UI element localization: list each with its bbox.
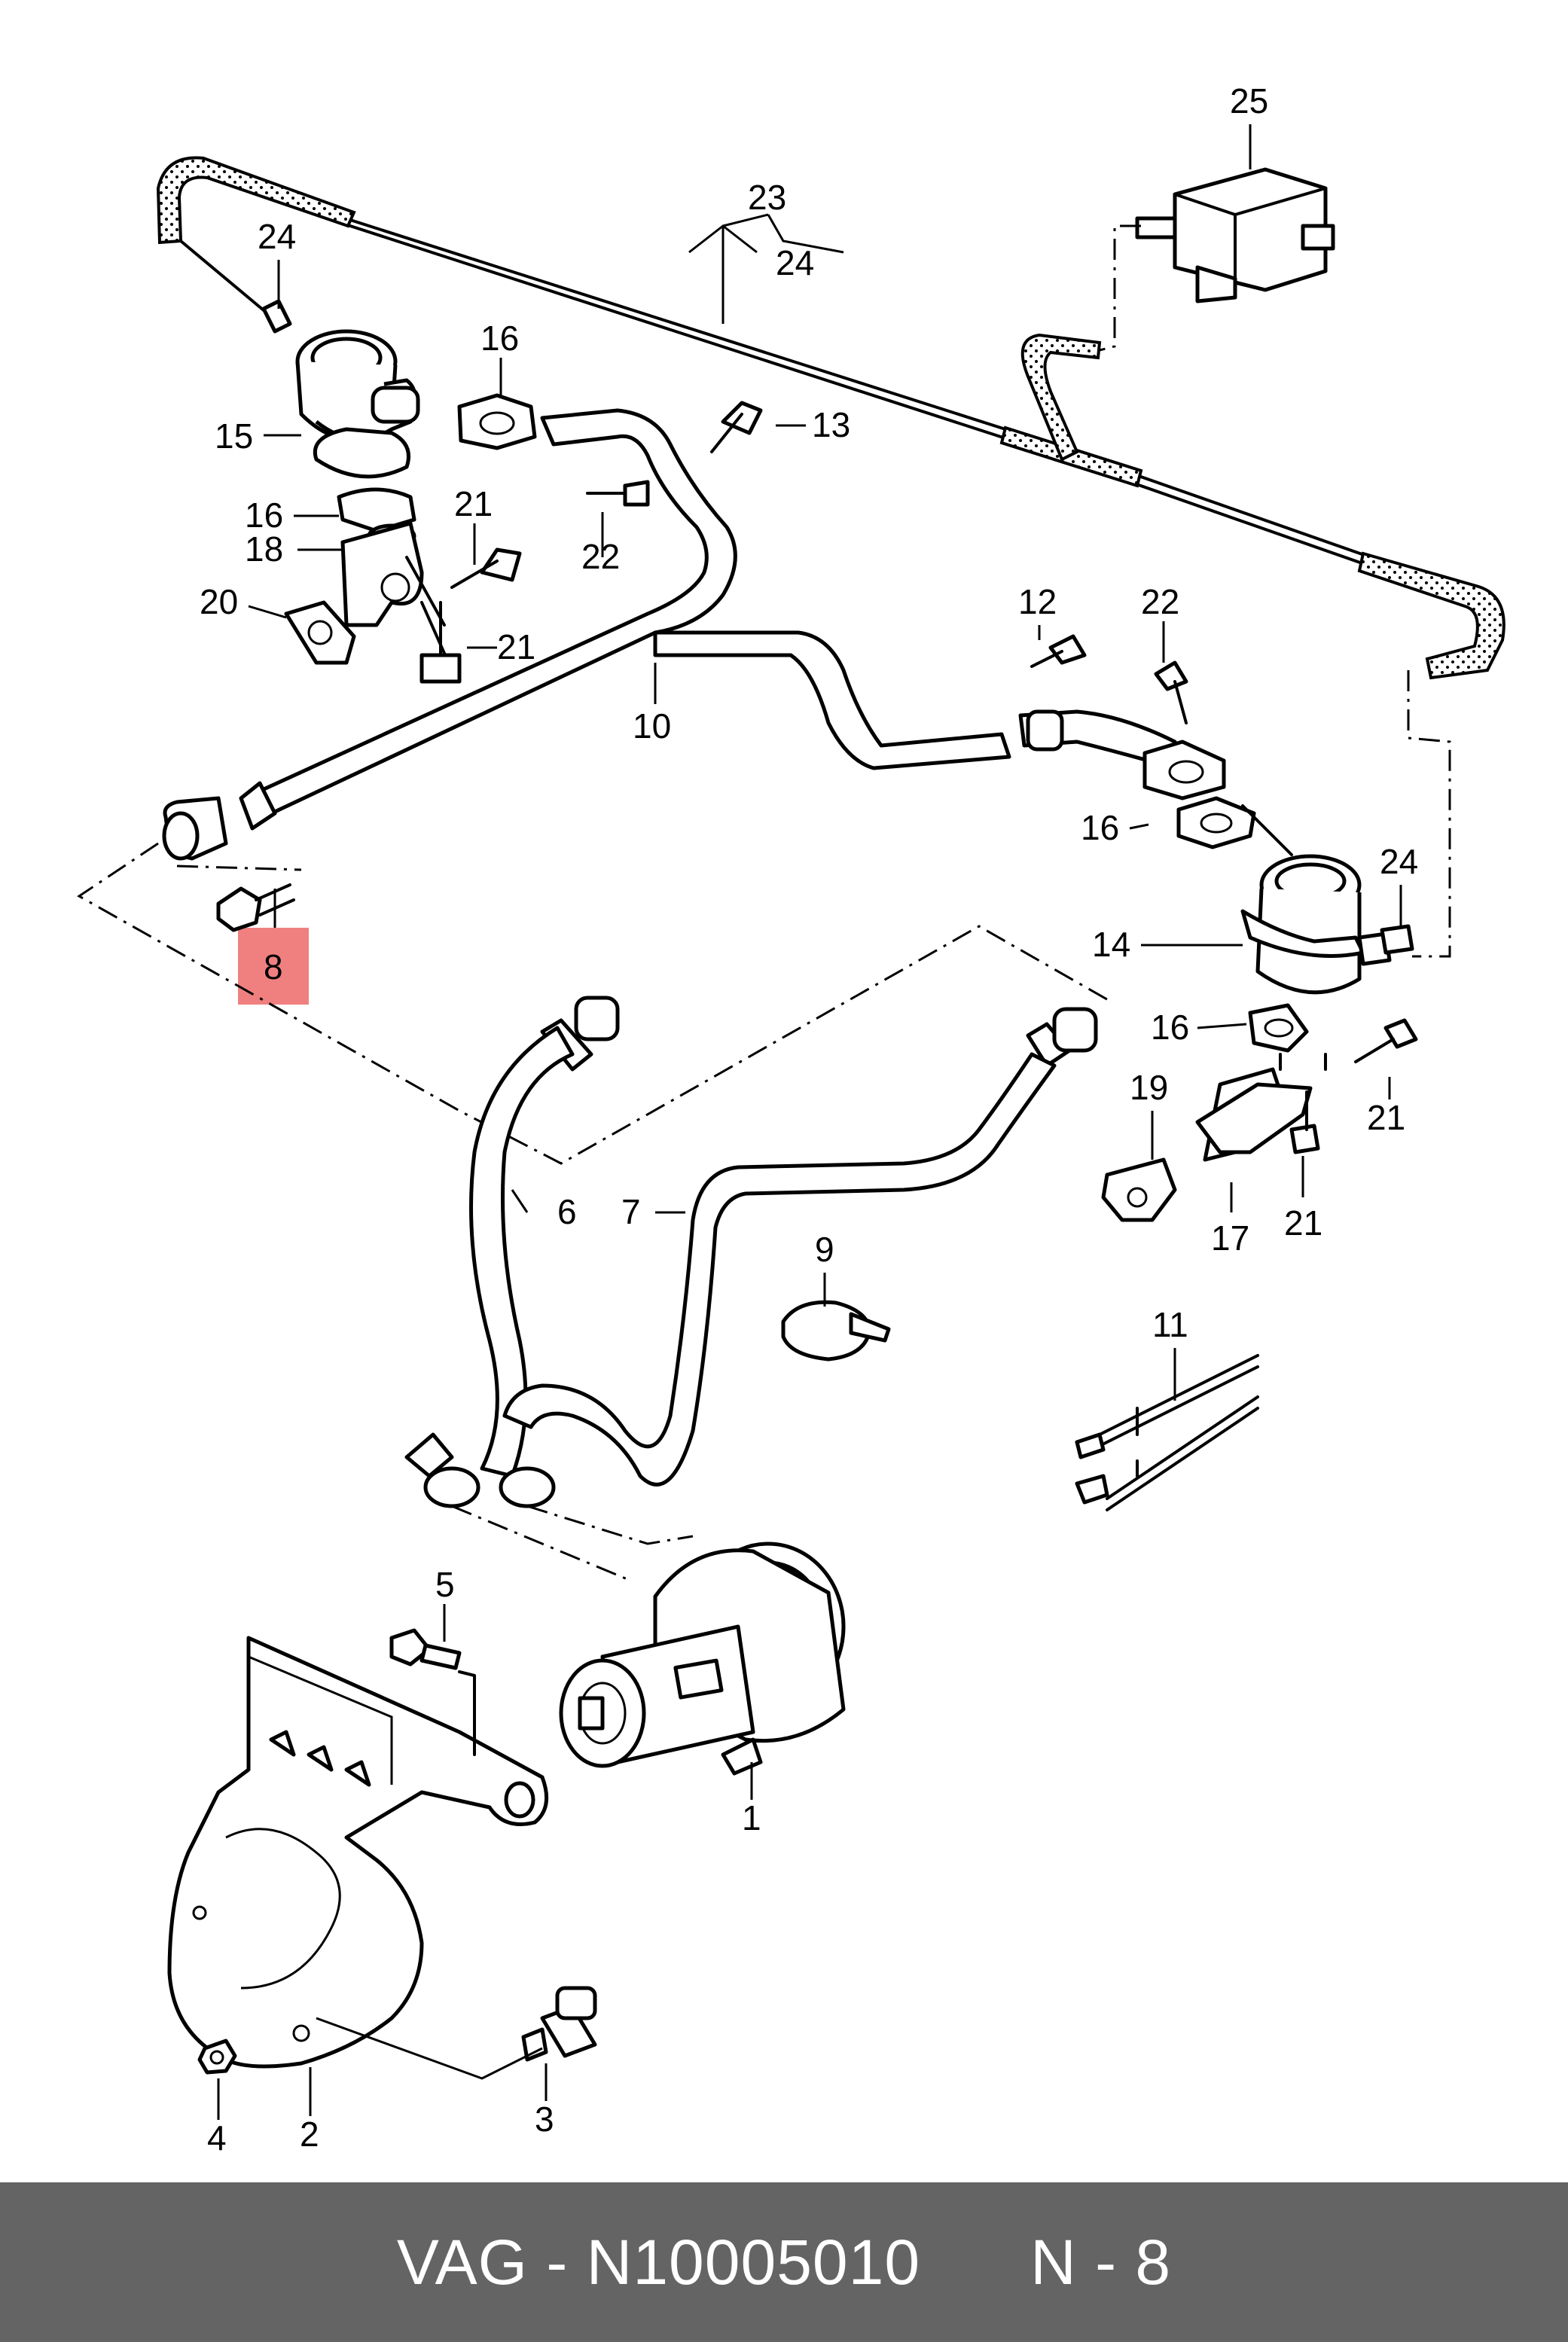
callout-24: 24 xyxy=(776,243,814,282)
harness-11 xyxy=(1075,1354,1259,1511)
callout-9: 9 xyxy=(815,1230,834,1269)
callout-4: 4 xyxy=(207,2118,227,2158)
callout-20: 20 xyxy=(200,582,238,621)
gasket-16-top xyxy=(457,393,537,450)
bolts-left xyxy=(419,401,763,684)
callout-21: 21 xyxy=(454,484,493,523)
callout-13: 13 xyxy=(812,405,850,444)
bolts-right xyxy=(1030,634,1418,1154)
solenoid-valve-25 xyxy=(1099,167,1335,352)
callout-21: 21 xyxy=(1284,1203,1322,1243)
callout-10: 10 xyxy=(633,706,671,746)
callout-22: 22 xyxy=(581,537,620,576)
nut-4 xyxy=(197,2039,237,2075)
dashed-leader-8 xyxy=(176,865,302,871)
callout-23: 23 xyxy=(748,178,786,217)
callout-18: 18 xyxy=(245,529,283,569)
callout-24: 24 xyxy=(1380,842,1418,881)
callout-14: 14 xyxy=(1092,925,1130,964)
callout-22: 22 xyxy=(1141,582,1179,621)
hose-7 xyxy=(502,1007,1098,1487)
callout-17: 17 xyxy=(1211,1218,1249,1258)
part-info-footer: VAG - N10005010 N - 8 xyxy=(0,2182,1568,2342)
brand-label: VAG xyxy=(396,2226,529,2298)
callout-21: 21 xyxy=(1367,1098,1405,1137)
callout-2: 2 xyxy=(300,2115,319,2154)
callout-24: 24 xyxy=(258,217,296,256)
callout-3: 3 xyxy=(535,2100,554,2139)
callout-8: 8 xyxy=(264,947,283,987)
callout-15: 15 xyxy=(215,416,253,456)
callout-16: 16 xyxy=(1151,1008,1189,1047)
bolt-8 xyxy=(216,883,295,932)
secondary-air-pump-1 xyxy=(559,1542,846,1776)
callout-16: 16 xyxy=(1081,808,1119,847)
parts-diagram: 25 23 24 24 24 16 16 16 16 15 13 21 21 2… xyxy=(77,81,1505,2158)
dashed-leader-right xyxy=(1407,670,1451,958)
callout-16: 16 xyxy=(245,496,283,535)
combi-valve-right xyxy=(1018,709,1392,1222)
callout-leaders xyxy=(217,124,1402,2120)
spacer xyxy=(920,2226,1030,2299)
callout-1: 1 xyxy=(742,1798,761,1837)
vacuum-line xyxy=(156,156,1505,680)
dashed-pump-leader xyxy=(451,1505,633,1583)
callout-16: 16 xyxy=(480,319,519,358)
callout-21: 21 xyxy=(497,627,535,666)
bolt-5 xyxy=(389,1628,476,1756)
callout-6: 6 xyxy=(557,1192,577,1231)
hose-6 xyxy=(404,996,620,1508)
diagram-position: N - 8 xyxy=(1030,2226,1172,2298)
combi-valve-left xyxy=(179,239,453,672)
dashed-pump-leader-2 xyxy=(526,1505,694,1545)
hose-clip-9 xyxy=(781,1300,891,1362)
callout-7: 7 xyxy=(621,1192,641,1231)
dashed-outline-left xyxy=(77,842,1112,1165)
callout-25: 25 xyxy=(1230,81,1268,120)
part-number: N10005010 xyxy=(586,2226,921,2298)
bolt-3 xyxy=(316,1986,597,2080)
separator: - xyxy=(528,2226,587,2298)
callout-labels: 25 23 24 24 24 16 16 16 16 15 13 21 21 2… xyxy=(200,81,1418,2158)
callout-12: 12 xyxy=(1018,582,1057,621)
callout-19: 19 xyxy=(1130,1068,1168,1107)
bracket-2 xyxy=(167,1636,549,2069)
callout-11: 11 xyxy=(1152,1305,1188,1344)
callout-5: 5 xyxy=(435,1565,455,1604)
pipe-10 xyxy=(162,408,1011,861)
